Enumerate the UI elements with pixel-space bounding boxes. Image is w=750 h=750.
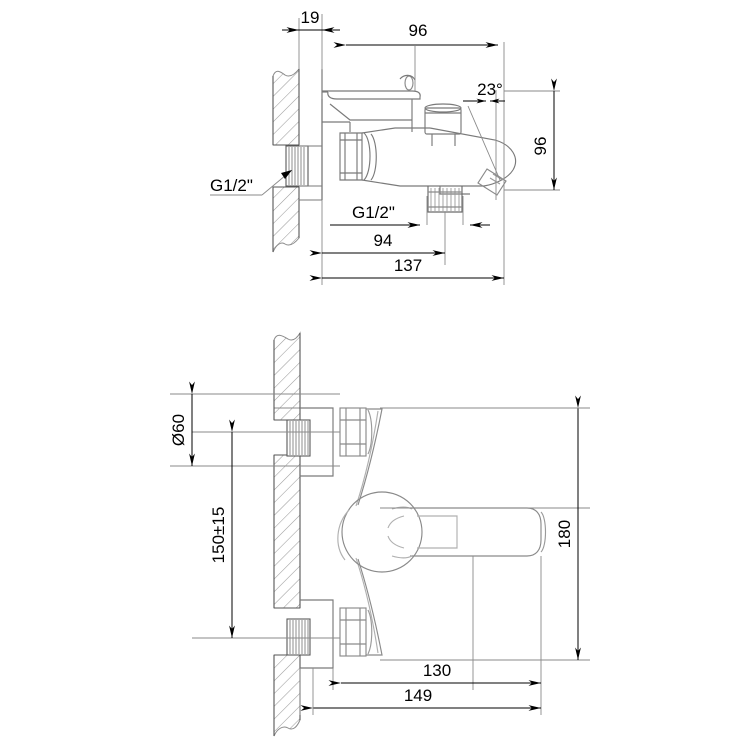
wall-hatch-front-1 [273, 331, 301, 409]
dimension-180: 180 [380, 395, 590, 660]
dimension-137: 137 [309, 256, 504, 281]
dim-label-180: 180 [555, 520, 574, 548]
escutcheon-plates-front [300, 407, 334, 669]
dim-label-130: 130 [423, 661, 451, 680]
dim-label-19: 19 [301, 8, 320, 27]
wall-hatch-lower [272, 186, 300, 253]
inlet-thread-upper-front [286, 419, 311, 457]
wall-hatch-upper [272, 67, 300, 146]
side-elevation-view: 19 96 96 23° G1/2" [210, 8, 560, 285]
extension-lines-front [170, 393, 590, 715]
inlet-thread-side [285, 145, 309, 187]
dimension-149: 149 [300, 668, 541, 715]
dim-label-inlet-thread: G1/2" [210, 176, 253, 195]
dim-label-outlet-thread: G1/2" [352, 203, 395, 222]
callout-inlet-thread: G1/2" [210, 169, 293, 196]
mixer-body-side [321, 74, 517, 213]
wall-hatch-front-3 [273, 654, 301, 737]
dim-label-dia60: Ø60 [169, 414, 188, 446]
wall-section-front [273, 331, 301, 737]
dim-label-96-top: 96 [409, 21, 428, 40]
dimension-150: 150±15 [209, 419, 235, 638]
dimension-96-top: 96 [333, 21, 498, 48]
dim-label-150: 150±15 [209, 507, 228, 564]
wall-hatch-front-1b [273, 407, 301, 421]
dim-label-149: 149 [404, 686, 432, 705]
dim-label-23deg: 23° [477, 80, 503, 99]
inlet-thread-lower-front [286, 618, 311, 656]
dimension-96-right: 96 [531, 78, 557, 190]
dimension-19: 19 [282, 8, 340, 33]
dim-label-137: 137 [394, 256, 422, 275]
mixer-body-front [337, 407, 547, 657]
dim-label-94: 94 [374, 231, 393, 250]
dim-label-96-right: 96 [531, 137, 550, 156]
front-elevation-view: Ø60 150±15 180 130 149 [169, 331, 590, 737]
extension-lines-side [298, 14, 560, 285]
callout-outlet-thread: G1/2" [330, 203, 490, 228]
dimension-dia60: Ø60 [169, 381, 195, 466]
dimension-94: 94 [309, 231, 445, 256]
wall-hatch-front-2 [273, 454, 301, 609]
wall-section-side [272, 67, 300, 253]
dimension-130: 130 [328, 661, 541, 686]
angle-callout-23deg: 23° [463, 80, 505, 181]
